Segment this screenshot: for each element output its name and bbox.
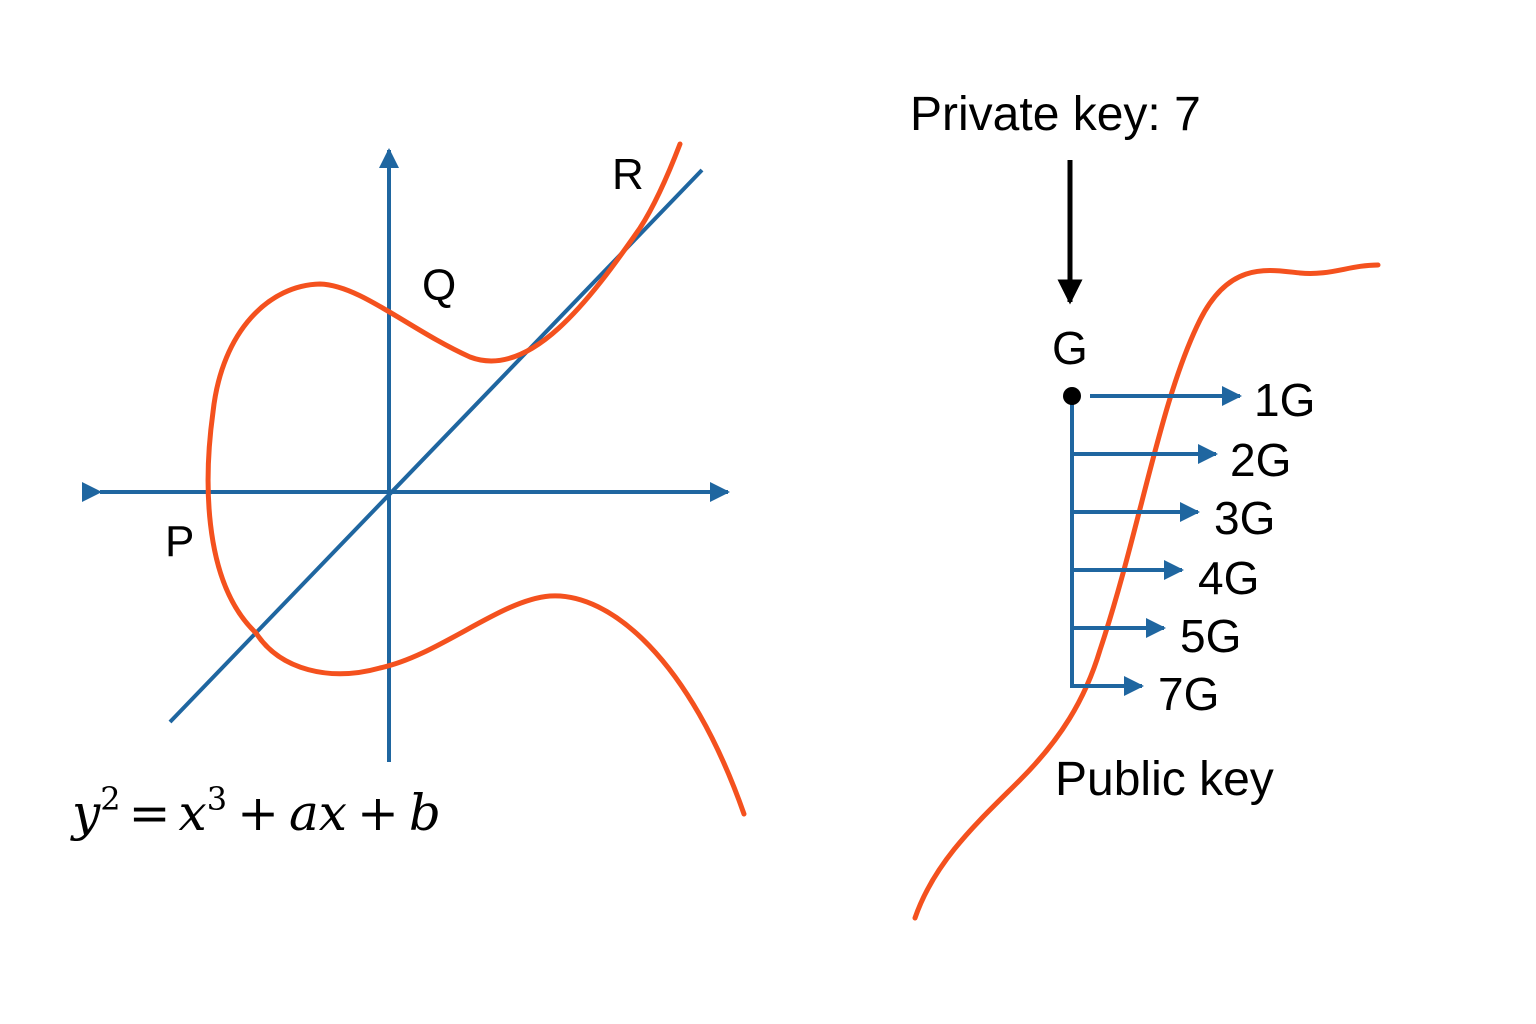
generator-point bbox=[1063, 387, 1081, 405]
right-curve bbox=[912, 262, 1381, 921]
curve-equation: y2=x3+ax+b bbox=[70, 780, 441, 842]
curve-lower-component bbox=[253, 593, 747, 817]
multiple-label-7g: 7G bbox=[1158, 668, 1219, 720]
public-key-label: Public key bbox=[1055, 753, 1274, 806]
multiple-label-2g: 2G bbox=[1230, 434, 1291, 486]
multiple-label-5g: 5G bbox=[1180, 610, 1241, 662]
key-generation-diagram: Private key: 7 G 1G 2G 3G 4G 5G 7G Publi… bbox=[910, 88, 1381, 921]
generator-label: G bbox=[1052, 322, 1088, 374]
multiple-label-4g: 4G bbox=[1198, 552, 1259, 604]
point-label-r: R bbox=[612, 150, 644, 199]
multiple-label-1g: 1G bbox=[1254, 374, 1315, 426]
curve-closed-component bbox=[205, 141, 683, 636]
multiple-label-3g: 3G bbox=[1214, 492, 1275, 544]
point-label-q: Q bbox=[422, 261, 456, 310]
elliptic-curve-graph: P Q R y2=x3+ax+b bbox=[70, 141, 747, 842]
point-label-p: P bbox=[165, 517, 194, 566]
private-key-label: Private key: 7 bbox=[910, 88, 1201, 141]
